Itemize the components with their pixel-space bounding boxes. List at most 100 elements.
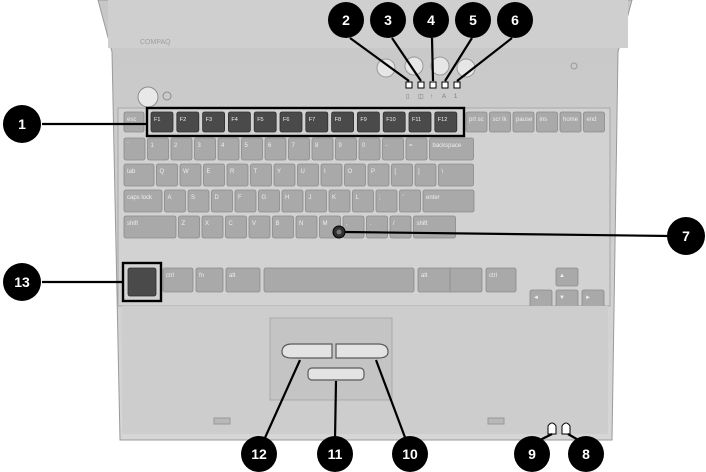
- key-top-right-label: ins: [540, 117, 548, 123]
- key-row1: [124, 138, 145, 160]
- key-row1: [312, 138, 333, 160]
- svg-text:3: 3: [384, 12, 392, 28]
- indicator-glyph: ▯: [406, 94, 409, 100]
- key-row2: [251, 164, 272, 186]
- callout-13: 13: [3, 263, 41, 301]
- key-row4: [226, 216, 247, 238]
- svg-text:12: 12: [251, 446, 267, 462]
- key-row4: [296, 216, 317, 238]
- callout-5: 5: [455, 2, 491, 38]
- key-row2-label: T: [254, 169, 258, 175]
- key-arrow-right-label: ►: [585, 295, 591, 301]
- indicator-glyph: ◫: [418, 94, 424, 100]
- key-row4-label: B: [276, 221, 280, 227]
- key-row5: [226, 268, 260, 292]
- key-row2: [321, 164, 342, 186]
- key-row1: [383, 138, 404, 160]
- callout-10: 10: [392, 436, 428, 472]
- key-row1: [406, 138, 427, 160]
- function-key-label: F9: [360, 117, 366, 123]
- function-key-label: F8: [335, 117, 341, 123]
- indicator-light-2: [418, 82, 424, 88]
- leader-line-4: [432, 38, 433, 81]
- key-row2: [415, 164, 436, 186]
- key-row3: [212, 190, 233, 212]
- key-row5: [418, 268, 452, 292]
- key-row3: [423, 190, 474, 212]
- key-row3: [124, 190, 162, 212]
- key-esc-label: esc: [127, 117, 136, 123]
- key-row3: [329, 190, 350, 212]
- callout-11: 11: [317, 436, 353, 472]
- leader-line-11: [335, 381, 336, 440]
- svg-text:11: 11: [328, 446, 343, 462]
- key-row2-label: Q: [160, 169, 165, 175]
- key-row1: [336, 138, 357, 160]
- key-row1: [171, 138, 192, 160]
- key-application: [450, 268, 482, 292]
- function-key-label: F3: [206, 117, 212, 123]
- svg-text:1: 1: [18, 116, 26, 132]
- key-row4: [390, 216, 411, 238]
- key-row5: [486, 268, 516, 292]
- key-row5-label: ctrl: [166, 273, 174, 279]
- function-key-label: F1: [154, 117, 160, 123]
- key-arrow-up-label: ▲: [559, 273, 565, 279]
- key-row4-label: N: [299, 221, 303, 227]
- key-row5: [163, 268, 193, 292]
- status-light-9: [548, 423, 556, 434]
- key-row1-label: backspace: [433, 143, 462, 149]
- windows-key: [128, 268, 156, 296]
- key-row2: [180, 164, 201, 186]
- key-row3: [188, 190, 209, 212]
- key-row3-label: F: [238, 195, 242, 201]
- top-bezel: [108, 0, 628, 48]
- key-row4: [179, 216, 200, 238]
- svg-text:9: 9: [528, 446, 536, 462]
- status-light-8: [562, 423, 570, 434]
- key-row2-label: tab: [127, 169, 136, 175]
- key-row4: [343, 216, 364, 238]
- key-row3: [306, 190, 327, 212]
- brand-logo: COMPAQ: [140, 39, 171, 46]
- key-row3: [165, 190, 186, 212]
- callout-7: 7: [667, 217, 705, 255]
- key-row1-label: =: [409, 143, 413, 149]
- callout-3: 3: [370, 2, 406, 38]
- key-row4: [414, 216, 456, 238]
- left-touchpad-button: [282, 344, 332, 358]
- key-row5: [196, 268, 223, 292]
- key-row2-label: U: [301, 169, 305, 175]
- key-row1: [430, 138, 474, 160]
- key-row1: [242, 138, 263, 160]
- key-row3: [235, 190, 256, 212]
- key-row3-label: S: [191, 195, 195, 201]
- key-row1: [265, 138, 286, 160]
- indicator-light-1: [406, 82, 412, 88]
- function-key-label: F2: [180, 117, 186, 123]
- key-row1: [148, 138, 169, 160]
- function-key-label: F6: [283, 117, 289, 123]
- scroll-zone-button: [308, 368, 364, 380]
- key-top-right-label: prt sc: [469, 117, 484, 123]
- key-row4-label: shift: [417, 221, 428, 227]
- key-row3: [259, 190, 280, 212]
- base-foot: [488, 418, 504, 424]
- key-row3-label: G: [262, 195, 267, 201]
- key-row4-label: shift: [127, 221, 138, 227]
- key-row3-label: K: [332, 195, 336, 201]
- key-row2-label: P: [371, 169, 375, 175]
- callout-2: 2: [328, 2, 364, 38]
- key-row5: [264, 268, 414, 292]
- function-key-label: F12: [438, 117, 447, 123]
- pointing-stick-cap: [337, 230, 342, 235]
- key-row3-label: caps lock: [127, 195, 153, 201]
- key-row3: [282, 190, 303, 212]
- key-row4-label: V: [252, 221, 256, 227]
- key-row2: [298, 164, 319, 186]
- power-button: [138, 87, 158, 107]
- key-row1: [195, 138, 216, 160]
- function-key-label: F11: [412, 117, 421, 123]
- function-key-label: F4: [231, 117, 237, 123]
- key-row3: [376, 190, 397, 212]
